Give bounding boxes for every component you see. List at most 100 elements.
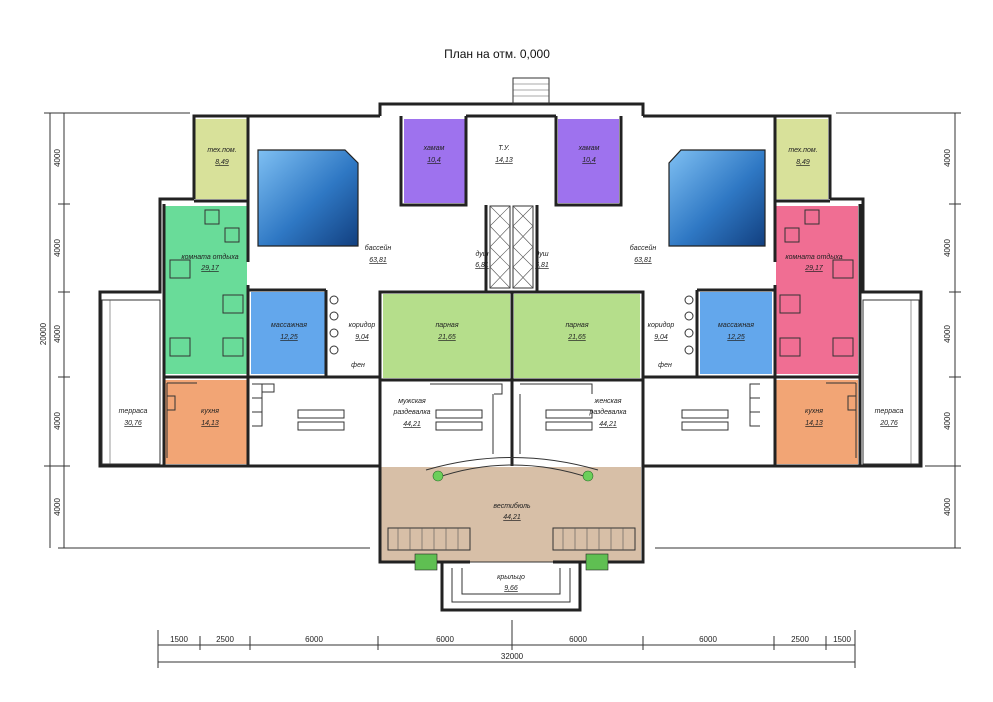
label-rest-right: комната отдыха	[785, 253, 842, 261]
area-locker-women: 44,21	[599, 421, 617, 428]
tech-room-right	[776, 119, 828, 199]
dryers	[329, 295, 694, 355]
dim-right-1: 4000	[943, 149, 952, 167]
label-locker-men-1: мужская	[398, 398, 426, 405]
label-wc: Т.У.	[498, 145, 510, 152]
label-locker-women-2: раздевалка	[588, 408, 626, 416]
dim-left-2: 4000	[53, 239, 62, 257]
top-stairs	[512, 77, 550, 105]
label-massage-left: массажная	[271, 322, 307, 329]
area-locker-men: 44,21	[403, 421, 421, 428]
label-corridor-right: коридор	[648, 321, 675, 329]
kitchen-furniture	[166, 382, 857, 458]
dim-right-3: 4000	[943, 325, 952, 343]
dim-bottom-7: 2500	[791, 635, 809, 644]
label-hamam-left: хамам	[423, 145, 445, 152]
walls	[98, 102, 923, 564]
right-dimensions: 4000 4000 4000 4000 4000	[655, 112, 961, 549]
area-tech-right: 8,49	[796, 159, 810, 166]
dim-bottom-1: 1500	[170, 635, 188, 644]
label-terrace-right: терраса	[875, 408, 904, 415]
dim-left-5: 4000	[53, 498, 62, 516]
dim-bottom-8: 1500	[833, 635, 851, 644]
area-shower-left: 6,81	[475, 262, 489, 269]
hamam-right	[558, 119, 619, 203]
area-rest-right: 29,17	[804, 265, 824, 272]
room-labels: тех.пом. 8,49 тех.пом. 8,49 хамам 10,4 х…	[119, 145, 904, 592]
area-massage-left: 12,25	[280, 334, 298, 341]
dim-right-2: 4000	[943, 239, 952, 257]
locker-benches	[252, 383, 760, 454]
dim-right-5: 4000	[943, 498, 952, 516]
sauna-right	[514, 294, 640, 378]
massage-room-right	[700, 292, 772, 374]
bottom-dimensions: 1500 2500 6000 6000 6000 6000 2500 1500 …	[157, 620, 856, 668]
pool-right	[668, 149, 766, 247]
label-fen-left: фен	[351, 362, 365, 369]
dim-bottom-3: 6000	[305, 635, 323, 644]
label-massage-right: массажная	[718, 322, 754, 329]
area-corridor-right: 9,04	[654, 334, 668, 341]
label-pool-left: бассейн	[365, 244, 392, 252]
rest-room-right	[776, 206, 858, 374]
area-sauna-left: 21,65	[437, 334, 456, 341]
hamam-left	[404, 119, 465, 203]
area-rest-left: 29,17	[200, 265, 220, 272]
dim-bottom-5: 6000	[569, 635, 587, 644]
sauna-left	[383, 294, 510, 378]
label-shower-right: душ	[535, 250, 548, 258]
vestibule-furniture	[387, 457, 636, 551]
left-dimensions: 4000 4000 4000 4000 4000 20000	[39, 112, 370, 549]
label-kitchen-right: кухня	[805, 408, 823, 415]
rest-room-left	[165, 206, 247, 374]
kitchen-left	[165, 380, 247, 464]
vestibule-area	[381, 467, 641, 562]
dim-bottom-total: 32000	[501, 652, 524, 661]
area-pool-right: 63,81	[634, 257, 652, 264]
area-corridor-left: 9,04	[355, 334, 369, 341]
area-kitchen-left: 14,13	[201, 420, 219, 427]
tech-room-left	[195, 119, 247, 199]
pool-left	[257, 149, 359, 247]
area-sauna-right: 21,65	[567, 334, 586, 341]
label-fen-right: фен	[658, 362, 672, 369]
area-shower-right: 6,81	[535, 262, 549, 269]
label-hamam-right: хамам	[578, 145, 600, 152]
label-rest-left: комната отдыха	[181, 253, 238, 261]
area-vestibule: 44,21	[503, 514, 521, 521]
dim-left-4: 4000	[53, 412, 62, 430]
area-wc: 14,13	[495, 157, 513, 164]
area-terrace-right: 20,76	[879, 420, 898, 427]
area-kitchen-right: 14,13	[805, 420, 823, 427]
area-terrace-left: 30,76	[124, 420, 142, 427]
dim-left-total: 20000	[39, 322, 48, 345]
area-hamam-right: 10,4	[582, 157, 596, 164]
dim-bottom-2: 2500	[216, 635, 234, 644]
massage-room-left	[251, 292, 325, 374]
dim-left-3: 4000	[53, 325, 62, 343]
label-sauna-left: парная	[435, 322, 458, 329]
label-kitchen-left: кухня	[201, 408, 219, 415]
dim-right-4: 4000	[943, 412, 952, 430]
porch	[414, 553, 609, 612]
rest-room-furniture	[169, 209, 854, 357]
label-porch: крыльцо	[497, 574, 525, 581]
label-sauna-right: парная	[565, 322, 588, 329]
kitchen-right	[776, 380, 858, 464]
area-hamam-left: 10,4	[427, 157, 441, 164]
label-shower-left: душ	[475, 250, 488, 258]
label-vestibule: вестибюль	[493, 502, 531, 510]
label-corridor-left: коридор	[349, 321, 376, 329]
area-pool-left: 63,81	[369, 257, 387, 264]
shaft-grid	[489, 205, 534, 289]
label-terrace-left: терраса	[119, 408, 148, 415]
area-tech-left: 8,49	[215, 159, 229, 166]
label-pool-right: бассейн	[630, 244, 657, 252]
dim-bottom-4: 6000	[436, 635, 454, 644]
dim-bottom-6: 6000	[699, 635, 717, 644]
dim-left-1: 4000	[53, 149, 62, 167]
label-locker-women-1: женская	[594, 398, 622, 405]
area-porch: 9,66	[504, 585, 518, 592]
terraces	[101, 299, 920, 465]
